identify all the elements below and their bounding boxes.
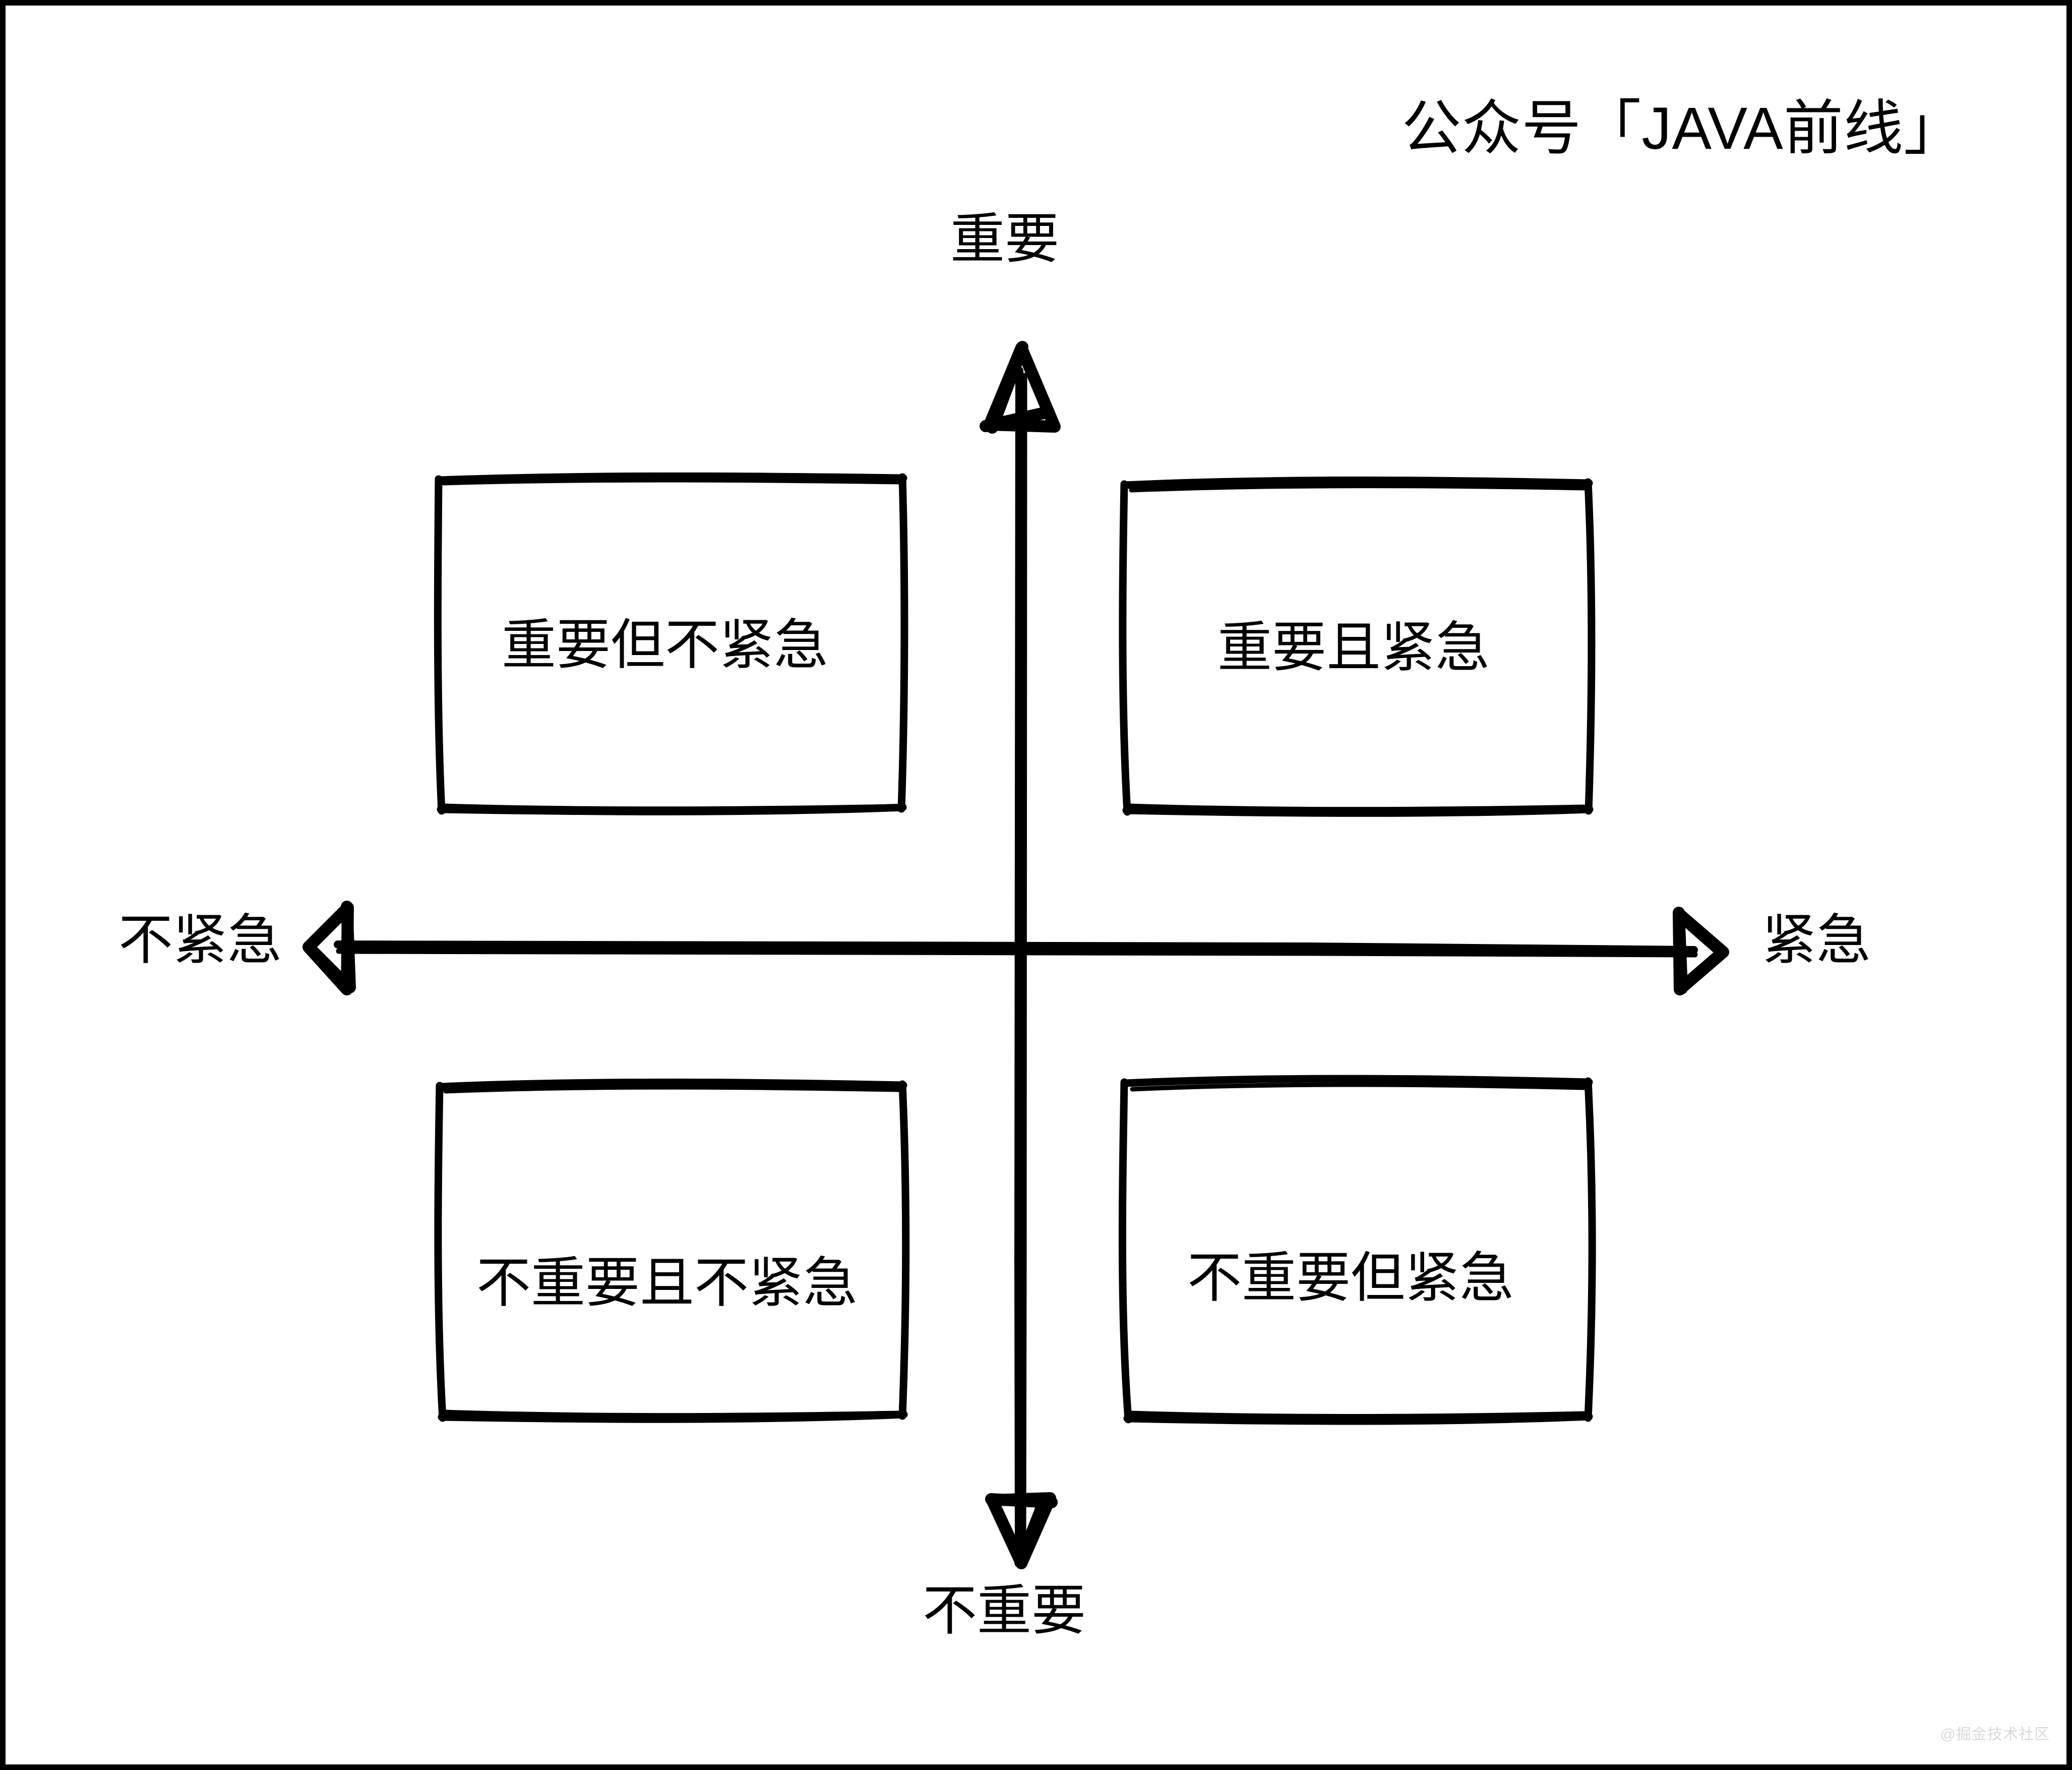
quadrant-box-not-important-not-urgent — [434, 1078, 910, 1423]
axis-arrow-down-icon — [985, 1492, 1058, 1569]
axis-label-not-important: 不重要 — [923, 1580, 1086, 1641]
quadrant-label-not-important-urgent: 不重要但紧急 — [1187, 1247, 1514, 1308]
source-watermark: @掘金技术社区 — [1940, 1726, 2050, 1743]
axis-label-not-urgent: 不紧急 — [118, 909, 282, 970]
axis-label-important: 重要 — [950, 208, 1060, 269]
horizontal-axis — [334, 939, 1698, 958]
quadrant-box-not-important-urgent — [1118, 1075, 1596, 1425]
brand-watermark: 公众号「JAVA前线」 — [1401, 95, 1964, 162]
axis-arrow-right-icon — [1673, 907, 1729, 995]
vertical-axis — [1014, 367, 1027, 1547]
axis-arrow-up-icon — [980, 341, 1061, 434]
quadrant-label-not-important-not-urgent: 不重要且不紧急 — [476, 1252, 858, 1313]
axis-arrow-left-icon — [302, 901, 356, 995]
quadrant-box-important-not-urgent — [434, 472, 908, 815]
quadrant-label-important-not-urgent: 重要但不紧急 — [502, 614, 829, 675]
axis-label-urgent: 紧急 — [1762, 909, 1871, 970]
quadrant-box-important-urgent — [1119, 477, 1596, 817]
quadrant-label-important-urgent: 重要且紧急 — [1217, 617, 1490, 678]
